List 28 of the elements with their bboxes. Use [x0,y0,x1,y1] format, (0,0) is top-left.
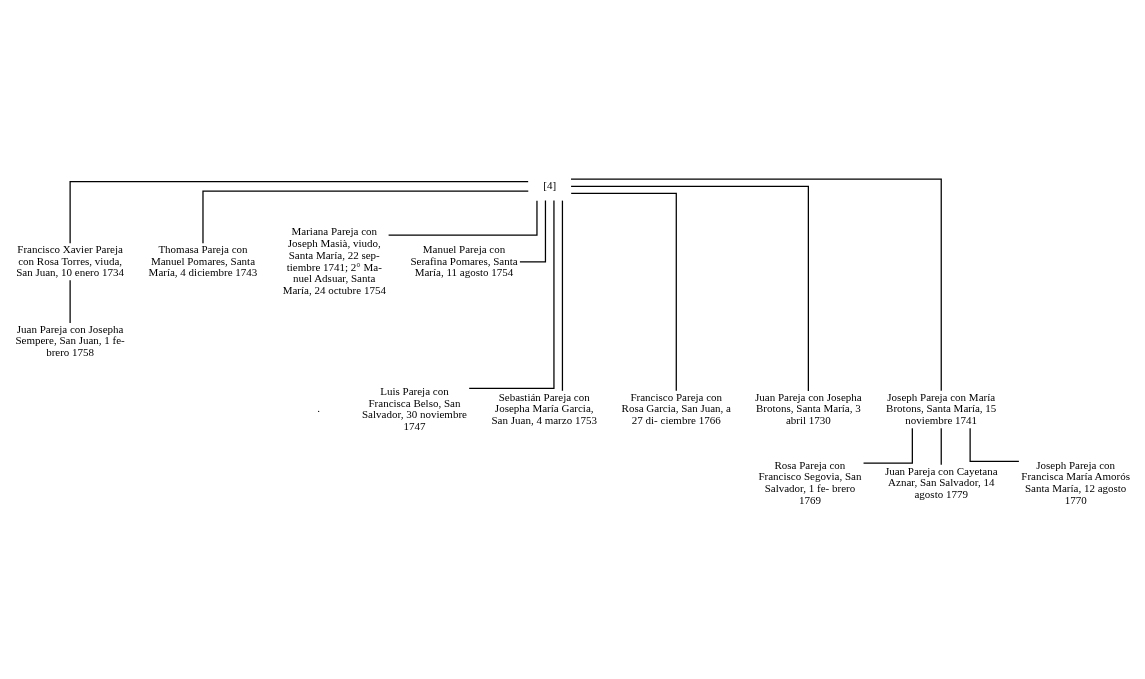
node-text: Luis Pareja con Francisca Belso, San Salvador, 30 noviembre 1747 [362,384,467,432]
connector [940,427,942,465]
node-text: Thomasa Pareja con Manuel Pomares, Santa María, 4 diciembre 1743 [148,242,258,278]
node-text: Sebastián Pareja con Josepha María Garcia, San Juan, 4 marzo 1753 [491,390,597,426]
connector [387,199,538,236]
node-text: Juan Pareja con Josepha Brotons, Santa María, 3 abril 1730 [755,390,862,426]
connector [570,185,809,392]
connector [570,178,942,391]
node-text: Mariana Pareja con Joseph Masià, viudo, Santa María, 22 sep- tiembre 1741; 2° Ma- nuel Adsuar, Santa María, 24 octubre 1754 [282,224,386,296]
connector [969,427,1020,462]
connector [561,199,564,391]
node-text: Francisco Xavier Pareja con Rosa Torres, viuda, San Juan, 10 enero 1734 [16,242,125,278]
connector [570,192,677,391]
node-text: Joseph Pareja con María Brotons, Santa María, 15 noviembre 1741 [886,390,997,426]
label: . [317,401,320,414]
node-text: Manuel Pareja con Serafina Pomares, Santa María, 11 agosto 1754 [410,242,518,278]
node-text: Juan Pareja con Josepha Sempere, San Juan, 1 fe- brero 1758 [15,322,125,358]
connector [69,279,71,323]
connector [519,199,547,262]
node-text: Rosa Pareja con Francisco Segovia, San Salvador, 1 fe- brero 1769 [758,458,862,506]
connector [69,180,529,244]
node-text: [4] [543,178,557,191]
node-text: Juan Pareja con Cayetana Aznar, San Salvador, 14 agosto 1779 [884,464,998,500]
connector [202,189,529,244]
node-text: Joseph Pareja con Francisca María Amorós Santa María, 12 agosto 1770 [1021,458,1131,506]
connector [468,199,555,389]
node-text: Francisco Pareja con Rosa Garcia, San Juan, a 27 di- ciembre 1766 [621,390,731,426]
connector [862,427,913,464]
